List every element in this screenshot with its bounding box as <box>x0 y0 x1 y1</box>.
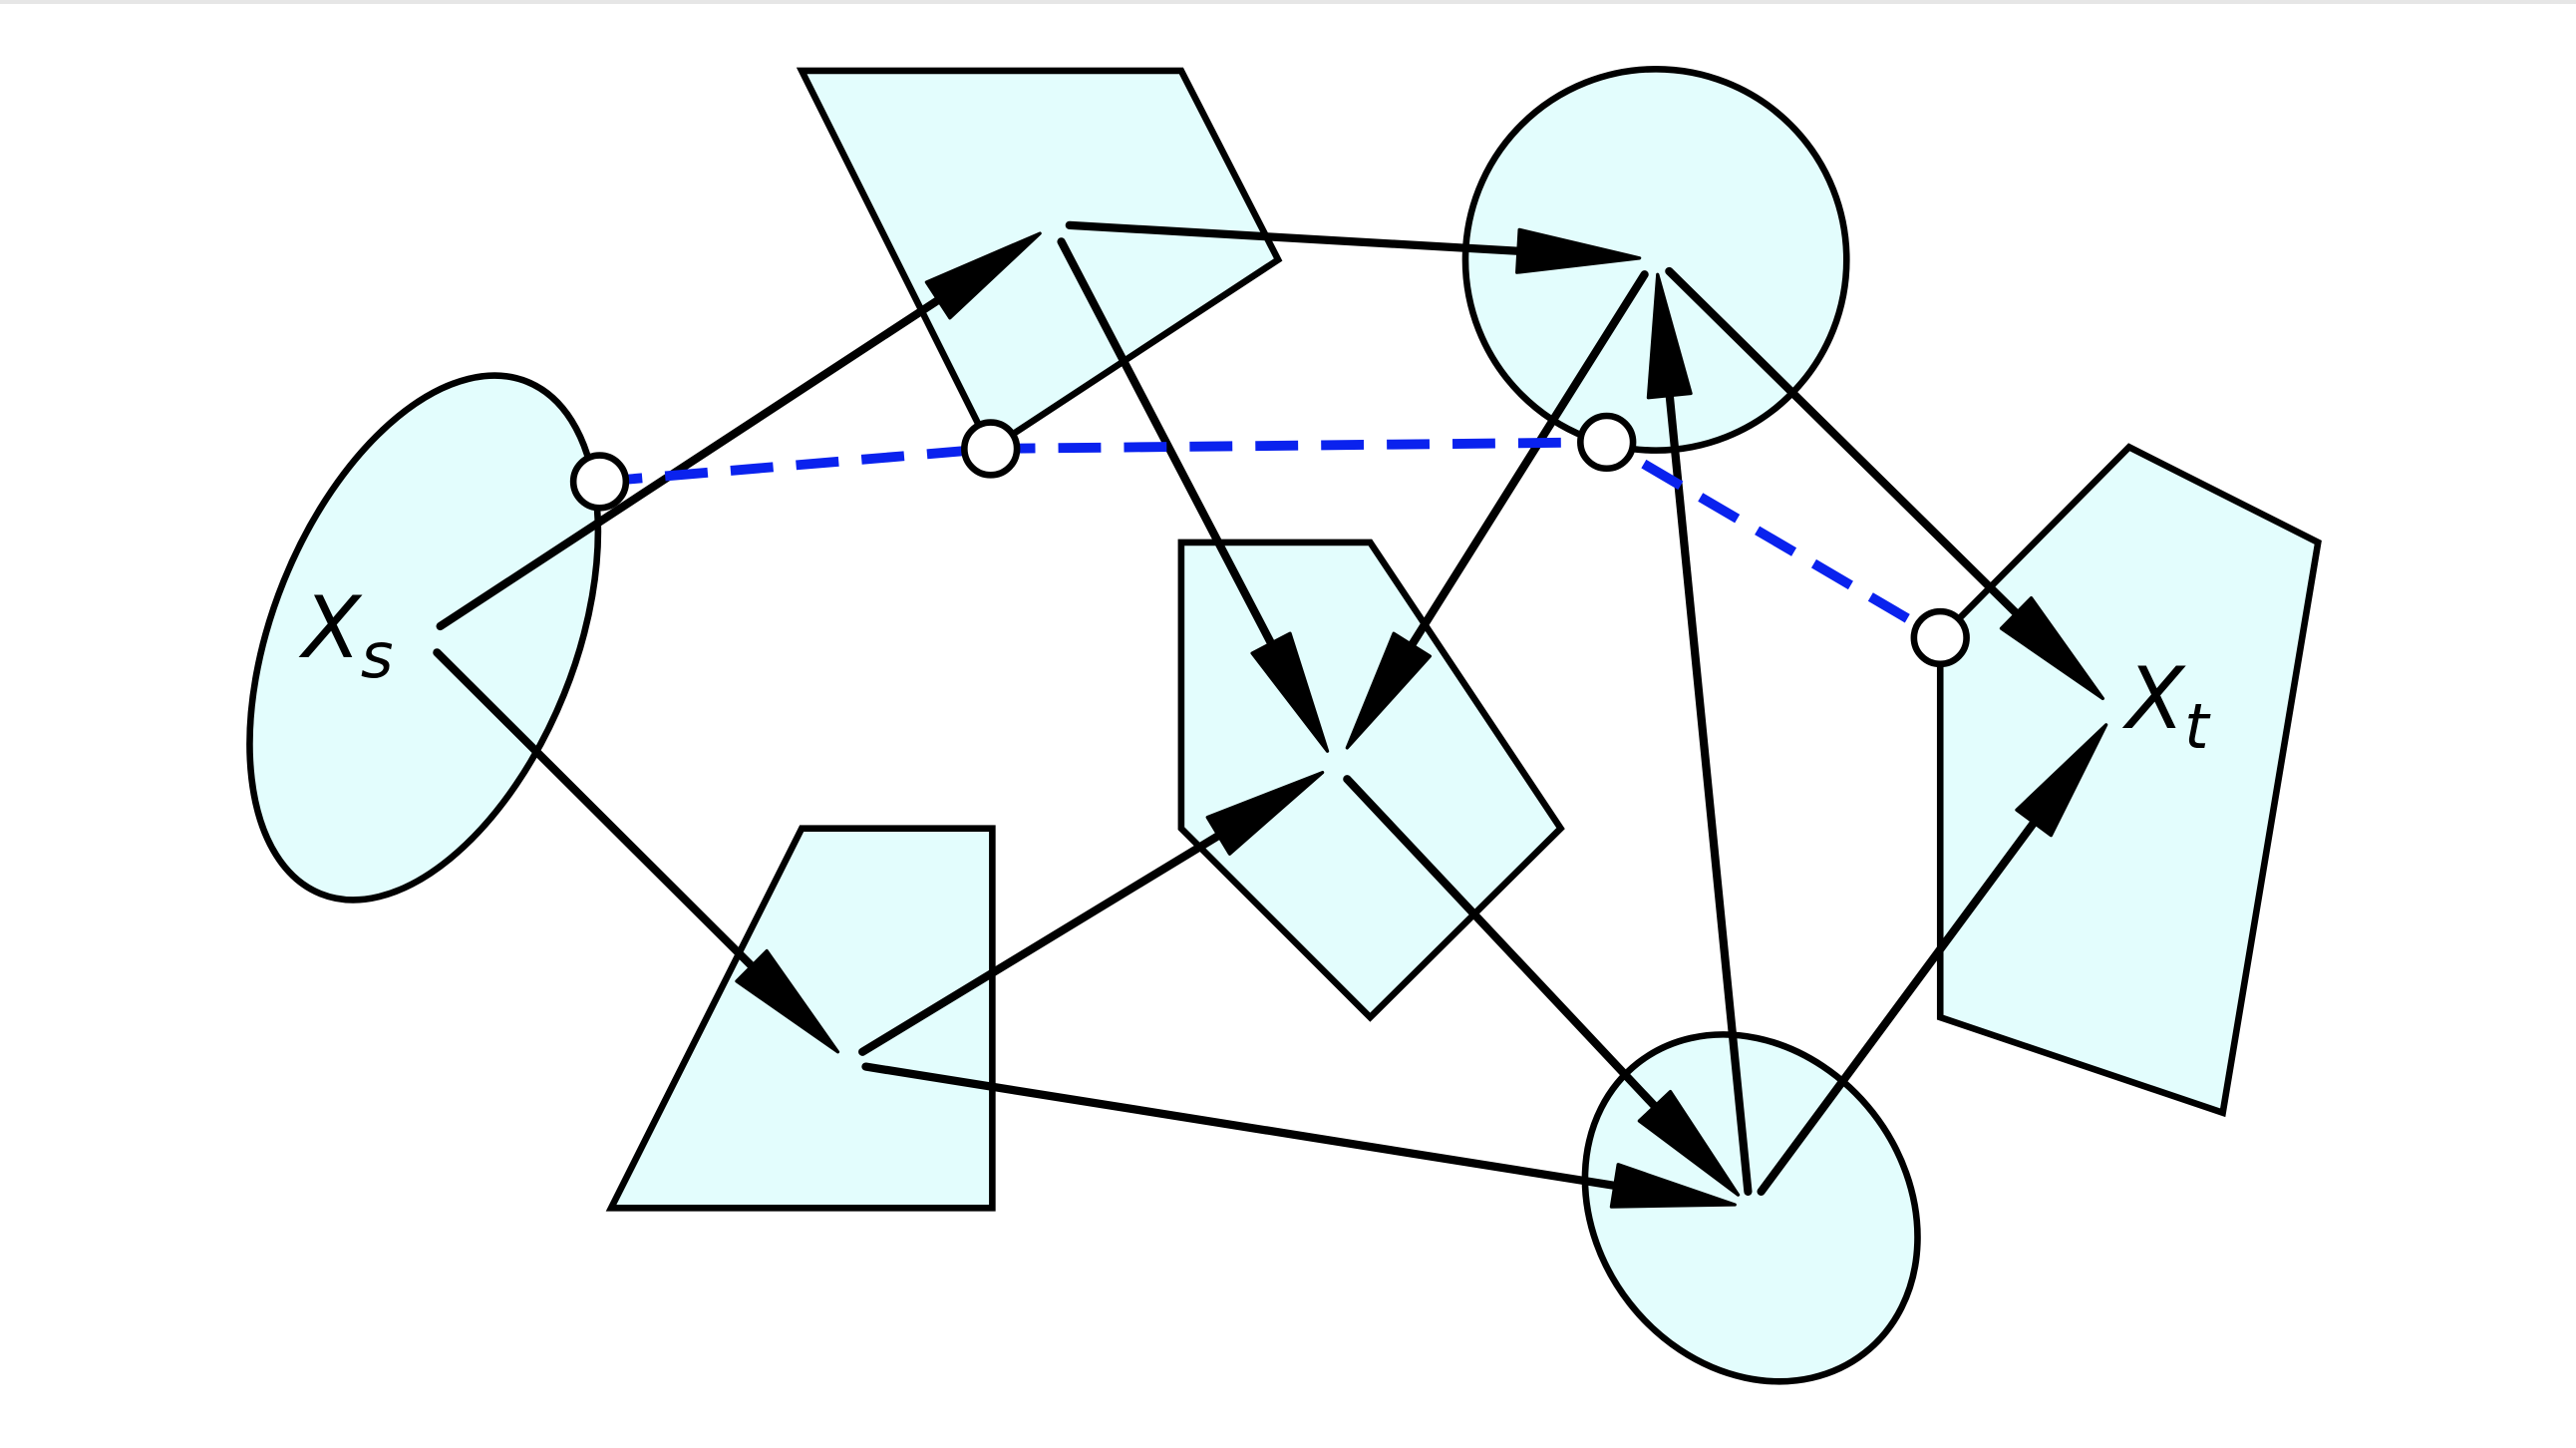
arrowhead-icon <box>924 231 1042 320</box>
edge-2 <box>1065 220 1529 256</box>
edge-9 <box>1343 775 1664 1116</box>
arrowhead-icon <box>1345 631 1433 750</box>
region-top-parallelogram <box>796 67 1283 454</box>
edge-3 <box>1057 237 1279 654</box>
edge-5 <box>1665 266 2026 622</box>
cut-node-3 <box>1577 412 1637 473</box>
top-border <box>0 0 2576 4</box>
edge-11 <box>1757 813 2043 1196</box>
region-target-pentagon <box>1936 443 2322 1118</box>
arrowhead-icon <box>1637 1089 1741 1197</box>
arrowhead-icon <box>1609 1163 1737 1209</box>
arrowhead-icon <box>2015 723 2108 838</box>
arrowhead-icon <box>735 948 840 1054</box>
source-label: Xs <box>298 578 393 692</box>
cut-node-2 <box>961 419 1021 479</box>
edge-1 <box>436 292 948 631</box>
target-label: Xt <box>2121 649 2211 763</box>
cut-node-1 <box>569 452 630 512</box>
region-source-ellipse <box>246 372 602 904</box>
arrowhead-icon <box>1250 631 1330 753</box>
arrowhead-icon <box>1515 227 1642 274</box>
edge-6 <box>433 648 761 975</box>
edge-8 <box>861 1062 1626 1192</box>
cut-path-dashed <box>599 437 1943 642</box>
cut-node-4 <box>1910 607 1970 668</box>
edge-7 <box>858 828 1229 1056</box>
edge-10 <box>1664 384 1753 1196</box>
edge-4 <box>1404 270 1649 655</box>
arrowhead-icon <box>1646 272 1693 400</box>
arrowhead-icon <box>1999 595 2105 701</box>
arrowhead-icon <box>1205 770 1325 856</box>
